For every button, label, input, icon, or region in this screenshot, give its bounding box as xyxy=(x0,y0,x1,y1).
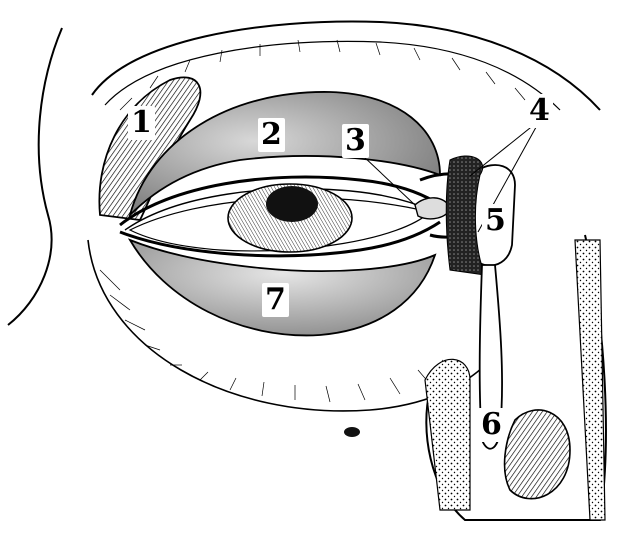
lacrimal-caruncle xyxy=(415,198,450,219)
label-3: 3 xyxy=(342,124,369,158)
label-1: 1 xyxy=(128,106,155,140)
face-outline xyxy=(8,28,62,325)
label-2: 2 xyxy=(258,118,285,152)
label-6: 6 xyxy=(478,408,505,442)
inferior-turbinate xyxy=(505,410,570,499)
maxillary-wall xyxy=(425,359,470,510)
label-4: 4 xyxy=(526,94,553,128)
infraorbital-foramen xyxy=(344,427,360,437)
label-7: 7 xyxy=(262,283,289,317)
nasal-septum-cut xyxy=(575,240,605,520)
pupil xyxy=(266,186,318,222)
label-5: 5 xyxy=(482,204,509,238)
